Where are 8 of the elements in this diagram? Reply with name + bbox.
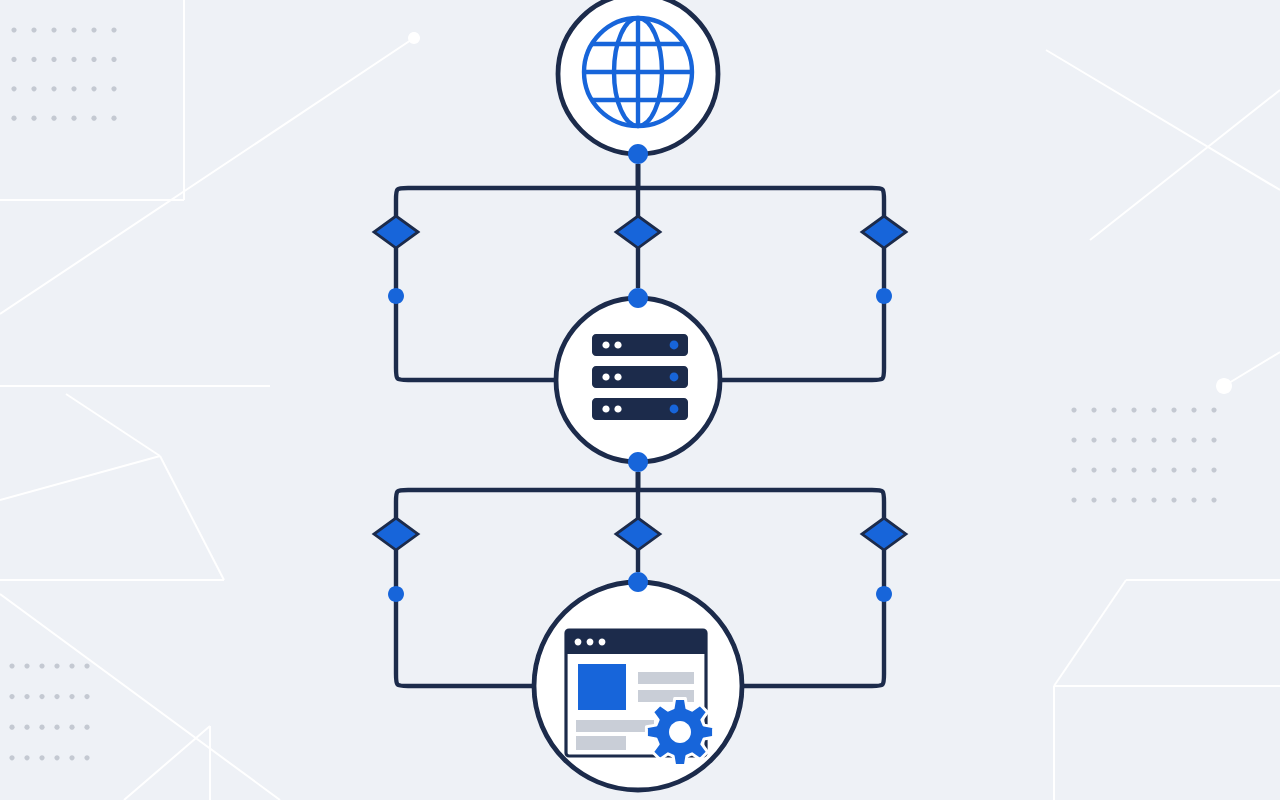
connector-line bbox=[720, 248, 892, 383]
connector-line bbox=[388, 248, 556, 383]
connector-line bbox=[388, 550, 534, 689]
connector-line bbox=[742, 550, 892, 689]
connector-line bbox=[635, 248, 641, 288]
connector-line bbox=[635, 550, 641, 572]
connector-line bbox=[635, 164, 887, 216]
connector-line bbox=[635, 472, 887, 518]
